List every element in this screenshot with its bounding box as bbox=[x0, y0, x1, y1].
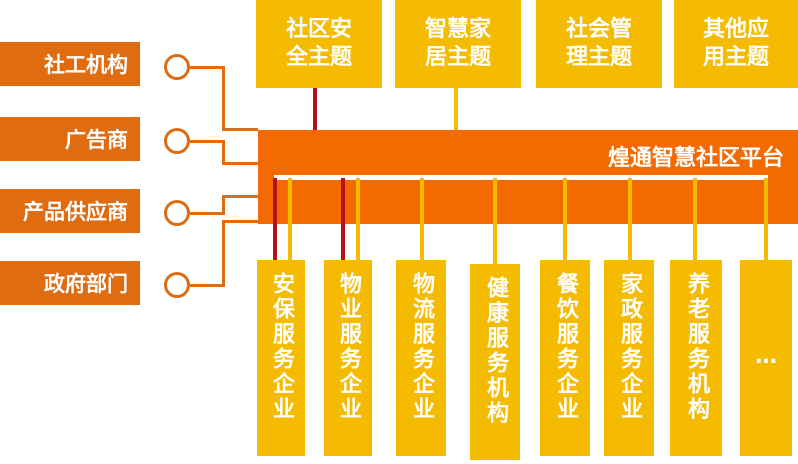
connector-line bbox=[420, 178, 424, 262]
theme-box-social-management: 社会管理主题 bbox=[536, 0, 662, 88]
connector-line bbox=[222, 220, 258, 223]
connector-line bbox=[222, 140, 225, 164]
enterprise-housekeeping: 家政服务企业 bbox=[604, 260, 654, 456]
distribution-bar bbox=[274, 175, 768, 180]
enterprise-security: 安保服务企业 bbox=[257, 260, 305, 456]
theme-box-other-apps: 其他应用主题 bbox=[674, 0, 798, 88]
connector-circle bbox=[164, 128, 190, 154]
enterprise-catering: 餐饮服务企业 bbox=[540, 260, 590, 456]
theme-line: 其他应 bbox=[702, 17, 769, 42]
party-label-social-work: 社工机构 bbox=[0, 42, 140, 86]
connector-line bbox=[563, 178, 567, 262]
connector-line bbox=[493, 178, 497, 266]
enterprise-label: 物流服务企业 bbox=[409, 272, 434, 422]
connector-line bbox=[222, 66, 225, 130]
connector-line bbox=[693, 178, 697, 262]
connector-line bbox=[190, 212, 224, 215]
connector-line bbox=[341, 178, 345, 262]
enterprise-label: … bbox=[753, 344, 779, 372]
connector-circle bbox=[164, 54, 190, 80]
connector-line bbox=[222, 162, 258, 165]
party-label-government: 政府部门 bbox=[0, 261, 140, 305]
connector-line bbox=[222, 220, 225, 287]
connector-line bbox=[764, 178, 768, 262]
connector-line bbox=[222, 128, 258, 131]
platform-title: 煌通智慧社区平台 bbox=[607, 146, 784, 171]
connector-line bbox=[190, 66, 224, 69]
theme-box-smart-home: 智慧家居主题 bbox=[395, 0, 521, 88]
theme-line: 居主题 bbox=[424, 45, 491, 70]
theme-line: 全主题 bbox=[285, 45, 352, 70]
enterprise-logistics: 物流服务企业 bbox=[396, 260, 446, 456]
enterprise-more: … bbox=[740, 260, 792, 456]
enterprise-label: 养老服务机构 bbox=[684, 272, 709, 422]
theme-line: 社区安 bbox=[285, 17, 352, 42]
connector-line bbox=[190, 140, 224, 143]
connector-circle bbox=[164, 272, 190, 298]
theme-line: 社会管 bbox=[565, 17, 632, 42]
enterprise-property: 物业服务企业 bbox=[324, 260, 372, 456]
connector-line bbox=[356, 178, 360, 262]
theme-line: 用主题 bbox=[702, 45, 769, 70]
theme-line: 智慧家 bbox=[424, 17, 491, 42]
connector-line bbox=[222, 195, 225, 215]
enterprise-health: 健康服务机构 bbox=[470, 264, 520, 460]
theme-box-community-safety: 社区安全主题 bbox=[256, 0, 382, 88]
party-label-supplier: 产品供应商 bbox=[0, 189, 140, 233]
connector-line bbox=[288, 178, 292, 262]
enterprise-label: 家政服务企业 bbox=[617, 272, 642, 422]
enterprise-label: 安保服务企业 bbox=[269, 272, 294, 422]
connector-line bbox=[273, 178, 277, 262]
party-label-advertiser: 广告商 bbox=[0, 117, 140, 161]
enterprise-elderly-care: 养老服务机构 bbox=[670, 260, 722, 456]
enterprise-label: 餐饮服务企业 bbox=[553, 272, 578, 422]
connector-line bbox=[628, 178, 632, 262]
enterprise-label: 物业服务企业 bbox=[336, 272, 361, 422]
connector-line bbox=[222, 195, 258, 198]
connector-line bbox=[190, 284, 224, 287]
theme-line: 理主题 bbox=[565, 45, 632, 70]
enterprise-label: 健康服务机构 bbox=[483, 276, 508, 426]
connector-circle bbox=[164, 200, 190, 226]
